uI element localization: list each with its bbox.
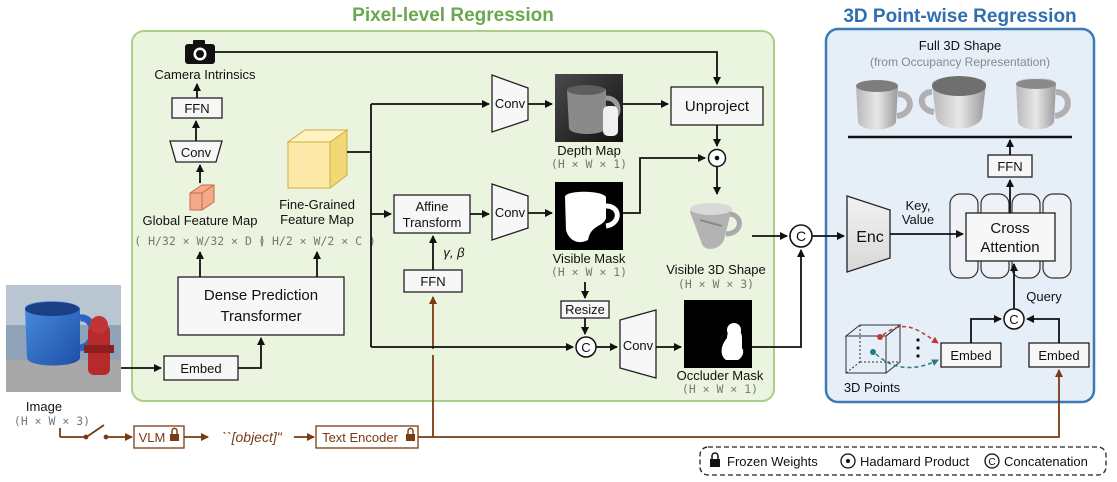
occluder-mask-image: [684, 300, 752, 368]
full-3d-shape-renders: [856, 76, 1071, 130]
affine-label-line2: Transform: [403, 215, 462, 230]
cross-attention-line2: Attention: [980, 239, 1039, 256]
ellipsis-dots: [916, 338, 920, 358]
encoder-block: [846, 195, 891, 273]
mask-conv-block: [491, 183, 529, 241]
legend-hadamard-label: Hadamard Product: [860, 454, 969, 469]
occluder-conv-block: [619, 309, 657, 379]
unproject-box: [670, 86, 764, 126]
points-embed-label: Embed: [950, 348, 991, 363]
mask-conv-label: Conv: [495, 205, 526, 220]
legend-box: [699, 446, 1107, 476]
legend-frozen-label: Frozen Weights: [727, 454, 818, 469]
occluder-mask-dimension: (H × W × 1): [682, 382, 758, 396]
query-concat-symbol: C: [1009, 312, 1018, 327]
dpt-label-line1: Dense Prediction: [204, 287, 318, 304]
depth-map-image: [555, 74, 623, 142]
full-3d-shape-label: Full 3D Shape: [919, 38, 1001, 53]
occluder-mask-label: Occluder Mask: [677, 368, 764, 383]
text-conditioning-path: [59, 424, 133, 441]
depth-map-dimension: (H × W × 1): [551, 157, 627, 171]
input-image: [6, 285, 121, 392]
text-ffn-label: FFN: [420, 274, 445, 289]
fine-feature-label-line2: Feature Map: [280, 212, 354, 227]
fine-grained-feature-cube: [286, 129, 349, 190]
embed-label: Embed: [180, 361, 221, 376]
depth-conv-label: Conv: [495, 96, 526, 111]
cross-attention-stack: [949, 193, 1072, 279]
cross-attention-line1: Cross: [990, 220, 1029, 237]
text-encoder-label: Text Encoder: [322, 430, 399, 445]
hadamard-dot: [714, 155, 720, 161]
image-label: Image: [26, 399, 62, 414]
resize-label: Resize: [565, 302, 605, 317]
visible-3d-shape-image: [690, 203, 742, 249]
text-embed-label: Embed: [1038, 348, 1079, 363]
occluder-conv-label: Conv: [623, 338, 654, 353]
dpt-label-line2: Transformer: [220, 308, 301, 325]
decoder-ffn-label: FFN: [997, 159, 1022, 174]
gamma-beta-label: γ, β: [443, 245, 465, 260]
dense-prediction-transformer: [177, 276, 345, 336]
legend-hadamard-dot: [846, 459, 850, 463]
fine-feature-label-line1: Fine-Grained: [279, 197, 355, 212]
affine-label-line1: Affine: [415, 199, 448, 214]
encoder-label: Enc: [856, 229, 884, 246]
legend-concat-label: Concatenation: [1004, 454, 1088, 469]
fine-feature-dimension: ( H/2 × W/2 × C ): [258, 234, 376, 248]
point-regression-title: 3D Point-wise Regression: [843, 6, 1076, 27]
point-red-arrow: [882, 325, 939, 344]
vlm-lock-icon: [170, 427, 179, 441]
full-3d-shape-sublabel: (from Occupancy Representation): [870, 55, 1050, 69]
global-conv-block: [169, 140, 223, 163]
global-feature-dimension: ( H/32 × W/32 × D ): [134, 234, 266, 248]
3d-points-label: 3D Points: [844, 380, 901, 395]
legend-concat-icon: [984, 453, 1000, 469]
global-feature-label: Global Feature Map: [143, 213, 258, 228]
legend-lock-icon: [710, 452, 720, 467]
vlm-label: VLM: [139, 430, 166, 445]
depth-conv-block: [491, 74, 529, 133]
legend-concat-symbol: C: [988, 457, 995, 468]
object-token: ``[object]": [222, 429, 282, 445]
query-label: Query: [1026, 289, 1062, 304]
key-value-line2: Value: [902, 212, 934, 227]
visible-mask-image: [555, 182, 623, 250]
visible-3d-shape-label: Visible 3D Shape: [666, 262, 766, 277]
point-red: [877, 334, 883, 340]
text-encoder-lock-icon: [406, 427, 415, 441]
camera-intrinsics-label: Camera Intrinsics: [154, 67, 256, 82]
pixel-regression-title: Pixel-level Regression: [352, 5, 554, 26]
camera-icon: [185, 40, 215, 64]
image-dimension: (H × W × 3): [14, 414, 90, 428]
pixel-concat-symbol: C: [581, 340, 590, 355]
global-conv-label: Conv: [181, 145, 212, 160]
camera-ffn-label: FFN: [184, 101, 209, 116]
visible-mask-label: Visible Mask: [553, 251, 626, 266]
key-value-line1: Key,: [905, 198, 930, 213]
depth-map-label: Depth Map: [557, 143, 621, 158]
visible-mask-dimension: (H × W × 1): [551, 265, 627, 279]
visible-3d-shape-dimension: (H × W × 3): [678, 277, 754, 291]
3d-points-cube: [844, 323, 902, 375]
main-concat-symbol: C: [796, 228, 806, 244]
unproject-label: Unproject: [685, 98, 750, 115]
point-teal: [870, 349, 876, 355]
